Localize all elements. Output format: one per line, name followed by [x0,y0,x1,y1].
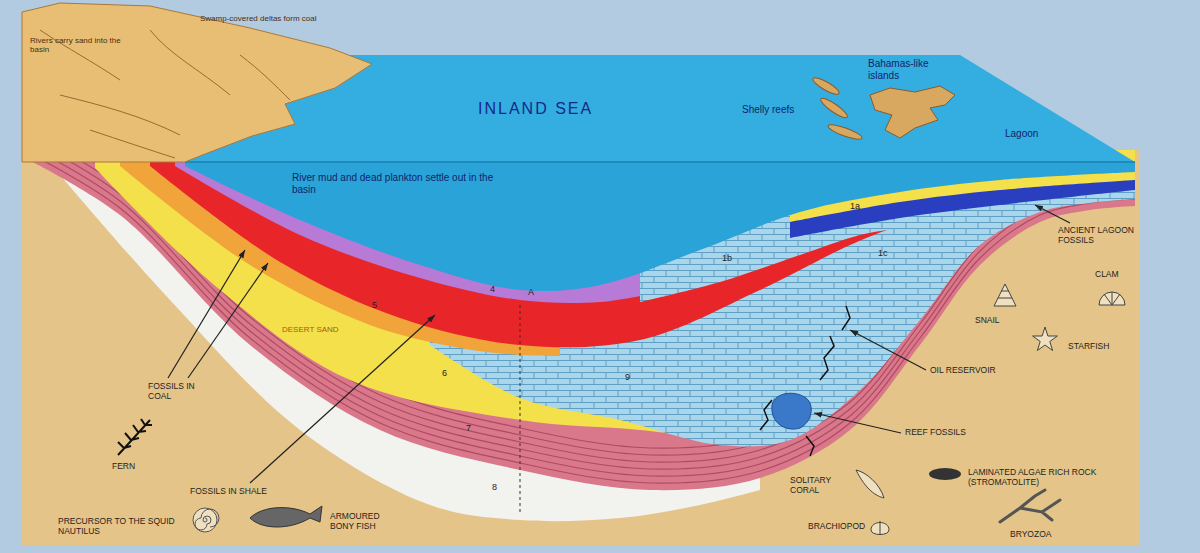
crack-lines [760,306,850,456]
stromatolite-icon [929,468,961,480]
map-surface [22,3,1135,162]
fossil-label: SNAIL [975,316,1000,326]
fern-icon [118,419,152,455]
sea-water [185,162,1135,291]
depth-line [520,305,521,515]
sea-name: INLAND SEA [478,100,593,118]
reservoir-and-cracks [760,306,850,456]
island [870,86,955,138]
reef [811,75,841,97]
map-note: Swamp-covered deltas form coal [200,14,320,23]
fossil-label: ANCIENT LAGOON FOSSILS [1058,226,1143,246]
fossil-label: LAMINATED ALGAE RICH ROCK (STROMATOLITE) [968,468,1138,488]
fossil-icons [118,284,1125,535]
fossil-label: STARFISH [1068,342,1109,352]
reef [827,122,864,142]
leader-line [168,250,245,378]
layer-number: 4 [490,284,495,294]
fossil-label: REEF FOSSILS [905,428,966,438]
stripe-line [25,151,1135,483]
rock-layers [25,116,1135,521]
layer-number: 6 [442,368,447,378]
stripe-line [25,144,1135,476]
stripe-line [25,137,1135,469]
fossil-label: BRACHIOPOD [808,522,865,532]
nautilus-spiral [195,509,219,530]
map-note: Bahamas-like islands [868,58,958,81]
map-note: Rivers carry sand into the basin [30,36,125,54]
layer-number: 8 [492,482,497,492]
bryozoa-icon [1000,490,1060,522]
fossil-label: CLAM [1095,270,1119,280]
fish-icon [250,506,322,527]
reef [819,96,850,121]
striped-layer [25,150,1135,490]
clam-icon [1099,292,1125,305]
river-lines [40,30,290,158]
layer-number: 1a [850,201,860,211]
brachiopod-icon [871,521,889,535]
layer-stripes [25,116,1135,483]
layer-number: 1c [878,248,888,258]
layer-number: 1b [722,253,732,263]
map-note: Lagoon [1005,128,1038,140]
leader-lines [168,205,1070,483]
coral-icon [856,470,884,498]
fossil-label: PRECURSOR TO THE SQUID NAUTILUS [58,517,183,537]
ground-face [22,150,1140,545]
feature-label: OIL RESERVOIR [930,366,996,376]
fossil-label: FOSSILS IN COAL [148,382,210,402]
stripe-line [25,116,1135,448]
leader-line [250,315,435,483]
snail-icon [994,284,1016,306]
fossil-label: FOSSILS IN SHALE [190,487,267,497]
stripe-line [25,130,1135,462]
process-note: River mud and dead plankton settle out i… [292,172,497,195]
rock-name: DESERT SAND [282,325,339,334]
fossil-label: FERN [112,462,135,472]
starfish-icon [1033,327,1058,351]
leader-line [814,413,901,433]
leader-line [188,263,268,378]
oil-reservoir [772,393,811,429]
layer-number: A [528,287,534,297]
map-note: Shelly reefs [742,104,794,116]
fossil-label: SOLITARY CORAL [790,476,848,496]
fossil-label: ARMOURED BONY FISH [330,512,405,532]
layer-number: 5 [372,300,377,310]
layer-number: 7 [466,423,471,433]
fossil-label: BRYOZOA [1010,530,1051,540]
sea-edge [185,161,1135,163]
layer-number: 9 [625,372,630,382]
leader-line [1035,205,1070,223]
land-area [22,3,372,162]
stripe-line [25,123,1135,455]
leader-line [850,330,926,370]
